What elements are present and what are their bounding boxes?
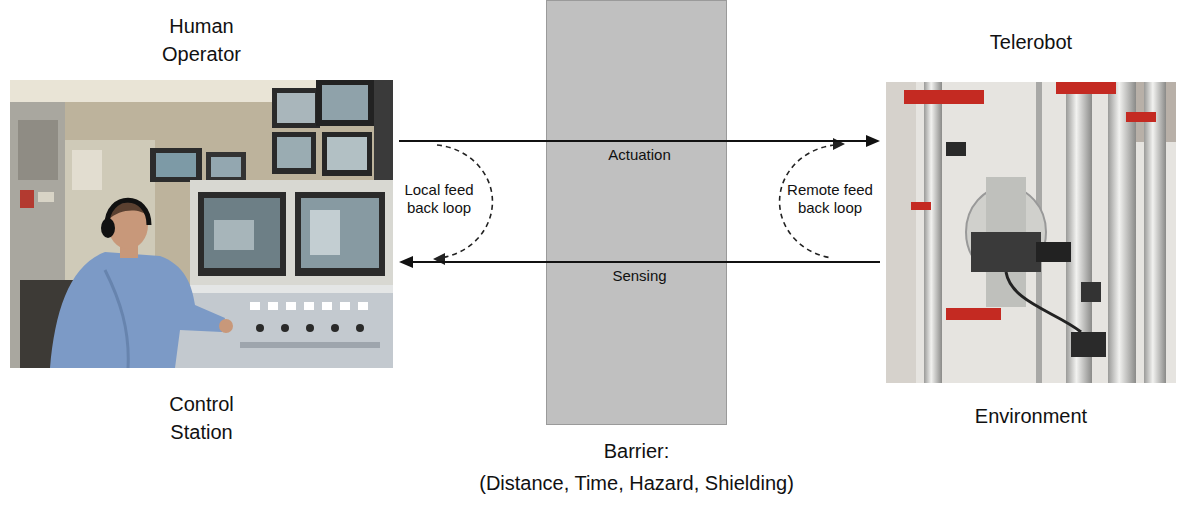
illustration-part <box>946 142 966 156</box>
illustration-part <box>277 137 311 168</box>
label-anchor: Sensing <box>612 267 666 285</box>
illustration-part <box>833 138 845 150</box>
illustration-part <box>204 198 280 268</box>
control-room-photo <box>10 80 393 368</box>
illustration-part <box>316 80 374 126</box>
photo-panel: TelerobotEnvironment <box>886 10 1176 440</box>
illustration-part <box>1081 282 1101 302</box>
illustration-part <box>904 90 984 104</box>
illustration-part <box>1036 242 1071 262</box>
illustration-part <box>72 150 102 190</box>
illustration-part <box>301 198 379 268</box>
illustration-part <box>182 285 393 293</box>
illustration-part <box>1126 112 1156 122</box>
illustration-part <box>20 190 34 208</box>
illustration-part <box>886 82 1176 383</box>
illustration-part <box>322 85 368 120</box>
illustration-part <box>1006 272 1081 332</box>
telerobot-photo <box>886 82 1176 383</box>
illustration-part <box>304 302 314 310</box>
illustration-part <box>150 148 202 182</box>
connector-arrow <box>399 256 880 268</box>
illustration-part <box>358 302 368 310</box>
illustration-part <box>105 270 128 368</box>
illustration-part <box>219 319 233 333</box>
illustration-part <box>374 80 393 180</box>
illustration-part <box>1108 82 1136 383</box>
edge-label: Actuation <box>608 146 671 164</box>
illustration-part <box>101 218 115 238</box>
illustration-part <box>340 302 350 310</box>
illustration-part <box>971 232 1041 272</box>
illustration-part <box>331 324 339 332</box>
illustration-part <box>295 192 385 276</box>
arrow-head <box>866 135 880 147</box>
barrier-band: Barrier:(Distance, Time, Hazard, Shieldi… <box>546 0 727 425</box>
illustration-part <box>272 88 320 128</box>
illustration-part <box>107 200 149 225</box>
illustration-part <box>18 120 58 180</box>
illustration-part <box>281 324 289 332</box>
illustration-part <box>268 302 278 310</box>
illustration-part <box>156 153 196 177</box>
illustration-part <box>50 252 225 368</box>
illustration-part <box>1056 82 1116 94</box>
illustration-part <box>272 132 316 174</box>
photo-panel: Human OperatorControl Station <box>10 10 393 450</box>
illustration-part <box>190 180 393 290</box>
loop-label: Local feed back loop <box>394 181 484 217</box>
station-caption: Control Station <box>146 390 258 446</box>
illustration-part <box>211 157 241 177</box>
barrier-list: (Distance, Time, Hazard, Shielding) <box>479 470 794 496</box>
connector-line <box>411 261 880 263</box>
illustration-part <box>10 80 393 368</box>
label-anchor: Local feed back loop <box>394 181 484 217</box>
illustration-part <box>911 202 931 210</box>
illustration-part <box>214 220 254 250</box>
illustration-part <box>277 93 315 123</box>
robot-caption: Environment <box>975 402 1087 430</box>
robot-heading: Telerobot <box>990 28 1072 56</box>
label-anchor: Remote feed back loop <box>782 181 878 217</box>
illustration-part <box>886 82 916 383</box>
illustration-part <box>322 132 372 176</box>
connector-arrow <box>399 135 880 147</box>
label-anchor: Actuation <box>608 146 671 164</box>
illustration-part <box>38 192 54 202</box>
illustration-part <box>433 253 445 265</box>
arrow-head <box>399 256 413 268</box>
station-heading: Human Operator <box>146 12 258 68</box>
illustration-part <box>322 302 332 310</box>
loop-label: Remote feed back loop <box>782 181 878 217</box>
connector-line <box>399 140 868 142</box>
illustration-part <box>327 137 367 170</box>
illustration-part <box>240 342 380 348</box>
illustration-part <box>924 82 942 383</box>
illustration-part <box>306 324 314 332</box>
illustration-part <box>1144 82 1166 383</box>
illustration-part <box>206 152 246 182</box>
edge-label: Sensing <box>612 267 666 285</box>
barrier-heading: Barrier: <box>604 438 670 464</box>
illustration-part <box>286 302 296 310</box>
illustration-part <box>946 308 1001 320</box>
illustration-part <box>198 192 286 276</box>
illustration-part <box>256 324 264 332</box>
illustration-part <box>250 302 260 310</box>
illustration-part <box>310 210 340 255</box>
illustration-part <box>1071 332 1106 357</box>
illustration-part <box>356 324 364 332</box>
